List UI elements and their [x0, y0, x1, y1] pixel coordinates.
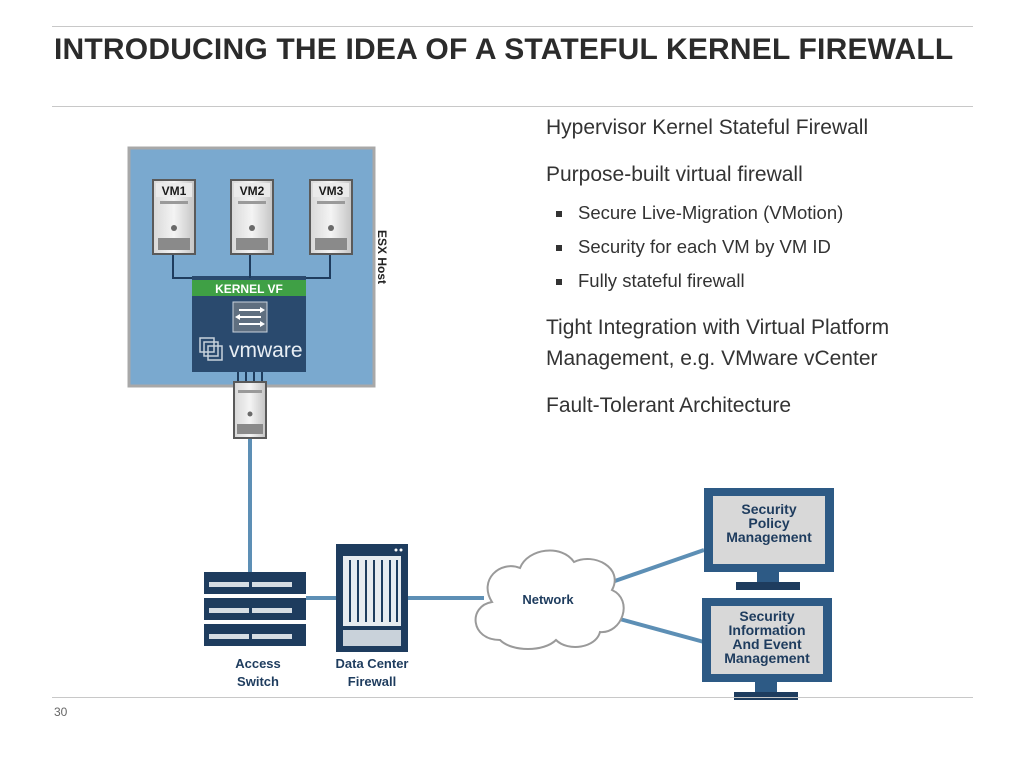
switch-arrows-icon: [232, 301, 268, 333]
esx-host: KERNEL VF vmware VM1: [127, 146, 389, 388]
esx-host-label: ESX Host: [375, 230, 389, 284]
siem-monitor[interactable]: [702, 598, 832, 700]
bullet-stateful: Fully stateful firewall: [556, 264, 996, 298]
monitor2-label-line3: And Event: [732, 636, 802, 652]
heading-integration: Tight Integration with Virtual Platform …: [546, 316, 890, 370]
network-cloud[interactable]: [474, 549, 625, 650]
vmware-squares-icon: [199, 337, 223, 361]
content-column: Hypervisor Kernel Stateful Firewall Purp…: [546, 112, 996, 437]
network-label: Network: [522, 592, 574, 607]
vmware-logo-text: vmware: [229, 339, 303, 362]
title-underline: [52, 106, 973, 107]
heading-purpose-built: Purpose-built virtual firewall: [546, 163, 803, 186]
access-switch-label-line2: Switch: [237, 674, 279, 689]
top-rule: [52, 26, 973, 27]
kernel-vf-label: KERNEL VF: [215, 282, 283, 296]
uplink-server[interactable]: [233, 381, 267, 439]
bullet-live-migration: Secure Live-Migration (VMotion): [556, 196, 996, 230]
vm-server-3[interactable]: VM3: [309, 179, 353, 255]
feature-bullets: Secure Live-Migration (VMotion) Security…: [546, 196, 996, 298]
access-switch-label-line1: Access: [235, 656, 281, 671]
dc-firewall-label-line2: Firewall: [348, 674, 396, 689]
heading-fault-tolerant: Fault-Tolerant Architecture: [546, 394, 792, 417]
vm3-label: VM3: [319, 184, 344, 198]
connection-lines: [248, 438, 705, 644]
monitor1-label-line3: Management: [726, 529, 812, 545]
monitor2-label-line2: Information: [729, 622, 806, 638]
page-title: INTRODUCING THE IDEA OF A STATEFUL KERNE…: [54, 33, 954, 66]
monitor1-label-line2: Policy: [748, 515, 789, 531]
footer-rule: [52, 697, 973, 698]
heading-hypervisor-firewall: Hypervisor Kernel Stateful Firewall: [546, 116, 869, 139]
page-number: 30: [54, 705, 68, 719]
security-policy-monitor[interactable]: [704, 488, 834, 590]
vm-server-2[interactable]: VM2: [230, 179, 274, 255]
monitor2-label-line4: Management: [724, 650, 810, 666]
data-center-firewall[interactable]: [336, 544, 408, 652]
vm1-label: VM1: [162, 184, 187, 198]
dc-firewall-label-line1: Data Center: [336, 656, 409, 671]
access-switch[interactable]: [204, 572, 306, 646]
vmware-logo[interactable]: vmware: [199, 337, 303, 362]
monitor1-label-line1: Security: [741, 501, 796, 517]
monitor2-label-line1: Security: [739, 608, 794, 624]
vm-server-1[interactable]: VM1: [152, 179, 196, 255]
vm2-label: VM2: [240, 184, 265, 198]
bullet-vm-id-security: Security for each VM by VM ID: [556, 230, 996, 264]
